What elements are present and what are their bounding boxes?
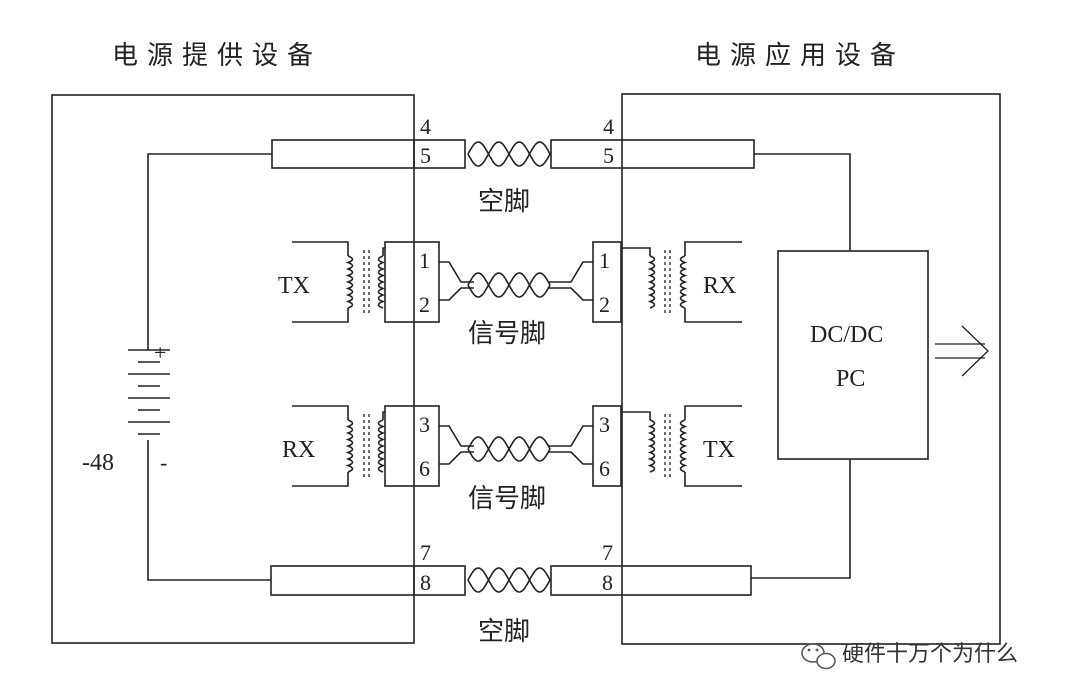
wechat-icon [801,643,836,670]
left-connector-12 [384,241,440,323]
pin-left-5: 5 [420,143,431,168]
twist-strand-b [467,141,551,167]
pin-right-8: 8 [602,570,613,595]
left-equipment-box [51,94,415,644]
converter-box [777,250,929,460]
coil-secondary [647,419,656,473]
pin-right-3: 3 [599,412,610,437]
transformer-left-12 [292,241,386,323]
pair-spare-top: 4 5 4 5 空脚 [271,114,755,217]
twist-strand-b [467,567,551,593]
label-right-rx: RX [703,273,736,299]
pin-left-2: 2 [419,292,430,317]
left-connector-36 [384,405,440,487]
winding-lead [292,472,349,487]
twisted-pair-45 [467,141,551,167]
label-right-tx: TX [703,437,735,463]
pin-right-1: 1 [599,248,610,273]
power-wire-top [147,153,272,350]
header-left: 电源提供设备 [112,41,322,71]
right-connector-12 [592,241,622,323]
winding-lead [684,308,742,323]
pin-left-7: 7 [420,540,431,565]
left-connector-78 [270,565,466,596]
label-left-tx: TX [278,273,310,299]
winding-lead [684,241,742,256]
winding-lead [292,405,349,420]
winding-lead [684,405,742,420]
right-connector-78 [550,565,752,596]
power-wire-bottom [147,440,271,581]
label-left-rx: RX [282,437,315,463]
winding-lead [684,472,742,487]
pin-left-6: 6 [419,456,430,481]
converter-wire-bottom [751,459,851,579]
coil-secondary [377,419,386,473]
transformer-right-36 [621,405,742,487]
battery-voltage: -48 [82,450,114,476]
dc-dc-converter: DC/DC PC [751,153,989,579]
winding-lead [292,241,349,256]
coil-primary [679,419,688,473]
converter-line1: DC/DC [810,322,883,348]
label-spare-top: 空脚 [478,187,530,217]
pin-right-5: 5 [603,143,614,168]
pin-left-1: 1 [419,248,430,273]
pin-left-8: 8 [420,570,431,595]
battery: + - -48 [82,153,272,581]
pin-left-3: 3 [419,412,430,437]
pin-right-4: 4 [603,114,614,139]
pair-signal-36: 3 6 3 6 信号脚 RX TX [282,405,742,514]
coil-primary [345,419,354,473]
right-connector-45 [550,139,755,169]
coil-secondary [377,255,386,309]
coil-primary [679,255,688,309]
right-equipment-box [621,93,1001,645]
pin-right-6: 6 [599,456,610,481]
pin-right-2: 2 [599,292,610,317]
transformer-right-12 [621,241,742,323]
transformer-left-36 [292,405,386,487]
watermark: 硬件十万个为什么 [801,642,1018,670]
pin-right-7: 7 [602,540,613,565]
coil-primary [345,255,354,309]
label-signal-36: 信号脚 [468,484,546,514]
converter-wire-top [754,153,851,251]
winding-lead [382,411,385,420]
battery-plus: + [154,340,166,365]
converter-line2: PC [836,366,865,392]
left-connector-45 [271,139,466,169]
coil-secondary [647,255,656,309]
watermark-text: 硬件十万个为什么 [842,642,1018,667]
winding-lead [382,247,385,256]
output-arrow-head [961,325,989,377]
label-spare-bottom: 空脚 [478,617,530,647]
twisted-pair-78 [467,567,551,593]
twist-strand-b [467,436,551,462]
label-signal-12: 信号脚 [468,319,546,349]
pair-spare-bottom: 7 8 7 8 空脚 [270,540,752,647]
right-connector-36 [592,405,622,487]
twisted-pair-12 [467,272,551,298]
header-right: 电源应用设备 [695,41,905,71]
twisted-pair-36 [467,436,551,462]
battery-minus: - [160,450,167,475]
winding-lead [621,411,651,420]
pair-signal-12: 1 2 1 2 信号脚 TX RX [278,241,742,349]
winding-lead [621,247,651,256]
winding-lead [292,308,349,323]
twist-strand-b [467,272,551,298]
pin-left-4: 4 [420,114,431,139]
